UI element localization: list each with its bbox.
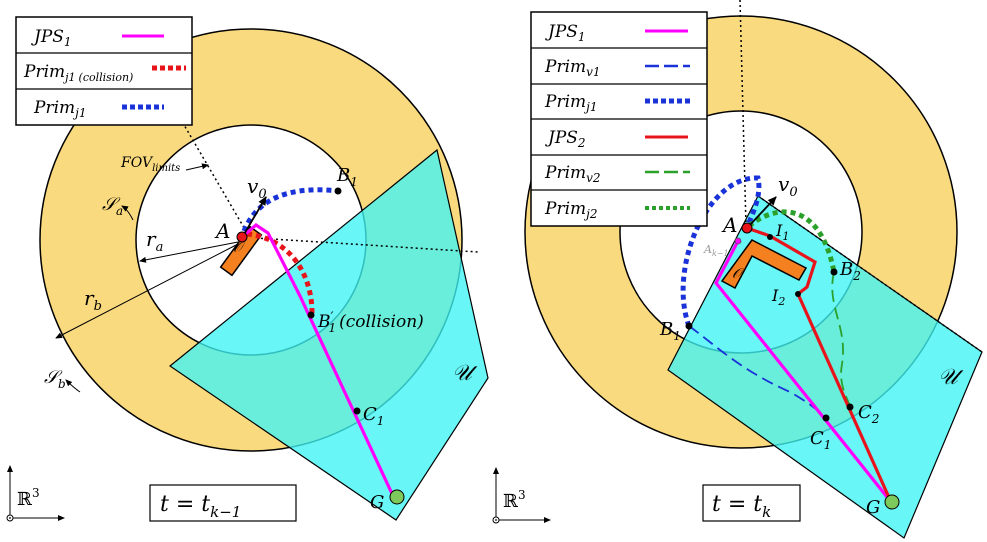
right-label-a-prev: Ak−1 bbox=[703, 243, 729, 258]
right-legend-item-prim-v2: Primv2 bbox=[544, 163, 690, 185]
svg-text:JPS2: JPS2 bbox=[545, 128, 586, 150]
right-legend: JPS1 Primv1 Primj1 JPS2 Primv2 Primj2 bbox=[530, 11, 708, 227]
right-legend-item-prim-j1: Primj1 bbox=[544, 92, 690, 114]
left-label-sb: 𝒮b bbox=[44, 367, 66, 391]
left-legend-item-prim-j1-collision: Primj1(collision) bbox=[23, 62, 186, 84]
right-label-c1: C1 bbox=[810, 428, 831, 452]
right-legend-item-jps2: JPS2 bbox=[545, 128, 688, 150]
left-legend-item-prim-j1: Primj1 bbox=[33, 98, 164, 120]
svg-text:JPS1: JPS1 bbox=[31, 27, 72, 49]
left-sa-arc-arrow bbox=[121, 205, 134, 221]
left-obstacle bbox=[219, 225, 263, 277]
svg-text:Primv1: Primv1 bbox=[544, 57, 601, 79]
right-obstacle bbox=[720, 239, 808, 290]
right-label-a: A bbox=[721, 213, 737, 237]
left-sb-arc-arrow bbox=[65, 379, 81, 393]
right-point-a bbox=[741, 222, 753, 234]
right-point-i2 bbox=[795, 291, 801, 297]
left-fov-limit-line bbox=[179, 117, 251, 239]
right-label-v0: v0 bbox=[778, 172, 798, 200]
right-label-b2: B2 bbox=[839, 259, 861, 283]
left-fov-label-arrow bbox=[185, 163, 209, 171]
right-fov-limit-line bbox=[757, 195, 983, 353]
left-label-c1: C1 bbox=[363, 404, 384, 428]
left-legend: JPS1 Primj1(collision) Primj1 bbox=[15, 16, 193, 126]
left-label-ra: ra bbox=[146, 227, 163, 255]
left-fov-limit-line bbox=[255, 237, 479, 253]
right-prim-j2-path bbox=[747, 209, 837, 273]
svg-text:Primj1: Primj1 bbox=[544, 92, 597, 114]
right-time-box: t = tk bbox=[702, 484, 801, 522]
right-jps2-path bbox=[746, 226, 893, 503]
left-prim-j1-path bbox=[241, 187, 339, 232]
right-point-b2 bbox=[830, 268, 838, 276]
right-jps1-path bbox=[714, 240, 893, 503]
left-point-b1 bbox=[334, 187, 342, 195]
right-point-a-prev bbox=[734, 237, 742, 245]
left-label-v0: v0 bbox=[247, 174, 267, 202]
svg-text:Primj2: Primj2 bbox=[544, 199, 597, 221]
right-point-c2 bbox=[846, 403, 854, 411]
left-r3-label: ℝ3 bbox=[17, 486, 40, 510]
svg-text:t = tk−1: t = tk−1 bbox=[160, 492, 241, 521]
svg-text:Primv2: Primv2 bbox=[544, 163, 601, 185]
right-point-i1 bbox=[767, 234, 773, 240]
left-jps1-path bbox=[240, 222, 396, 499]
right-point-c1 bbox=[822, 414, 830, 422]
left-region-u bbox=[168, 148, 489, 521]
svg-text:t = tk: t = tk bbox=[712, 492, 771, 521]
left-v0-arrow bbox=[242, 196, 267, 237]
svg-text:Primj1: Primj1 bbox=[33, 98, 86, 120]
left-label-a: A bbox=[214, 219, 230, 243]
svg-text:Primj1(collision): Primj1(collision) bbox=[23, 62, 133, 84]
left-label-b1: B1 bbox=[336, 165, 358, 189]
left-point-b1-prime bbox=[307, 311, 315, 319]
right-panel: A Ak−1 v0 I1 I2 B1 B2 C1 C2 G 𝒪 𝒰 JPS1 P… bbox=[492, 0, 983, 539]
left-label-fov: FOVlimits bbox=[120, 155, 180, 174]
right-legend-item-prim-v1: Primv1 bbox=[544, 57, 690, 79]
right-v0-arrow bbox=[748, 196, 777, 227]
right-legend-item-jps1: JPS1 bbox=[545, 22, 688, 44]
right-prim-v2-path bbox=[831, 271, 851, 408]
left-legend-item-jps1: JPS1 bbox=[31, 27, 164, 49]
left-label-rb: rb bbox=[84, 286, 102, 314]
left-time-box: t = tk−1 bbox=[149, 484, 297, 522]
left-prim-j1-collision-path bbox=[246, 231, 315, 314]
right-r3-axes: ℝ3 bbox=[492, 467, 551, 524]
left-panel: A v0 B1 B′1(collision) C1 G 𝒪 𝒰 ra rb 𝒮a… bbox=[6, 16, 489, 522]
right-legend-item-prim-j2: Primj2 bbox=[544, 199, 690, 221]
left-point-a bbox=[236, 231, 248, 243]
right-label-i1: I1 bbox=[775, 221, 789, 243]
left-point-c1 bbox=[353, 407, 361, 415]
right-label-c2: C2 bbox=[858, 402, 879, 426]
left-label-goal: G bbox=[370, 492, 384, 513]
right-r3-label: ℝ3 bbox=[503, 488, 526, 512]
left-rb-arrow bbox=[55, 243, 239, 339]
left-label-b1-prime: B′1(collision) bbox=[317, 310, 424, 335]
left-point-goal bbox=[389, 489, 405, 505]
right-label-goal: G bbox=[866, 497, 880, 518]
right-point-goal bbox=[884, 494, 900, 510]
right-point-b1 bbox=[685, 322, 693, 330]
right-label-i2: I2 bbox=[771, 286, 785, 308]
right-label-b1: B1 bbox=[659, 319, 681, 343]
svg-text:JPS1: JPS1 bbox=[545, 22, 586, 44]
left-r3-axes: ℝ3 bbox=[6, 465, 65, 522]
left-ra-arrow bbox=[139, 241, 239, 263]
